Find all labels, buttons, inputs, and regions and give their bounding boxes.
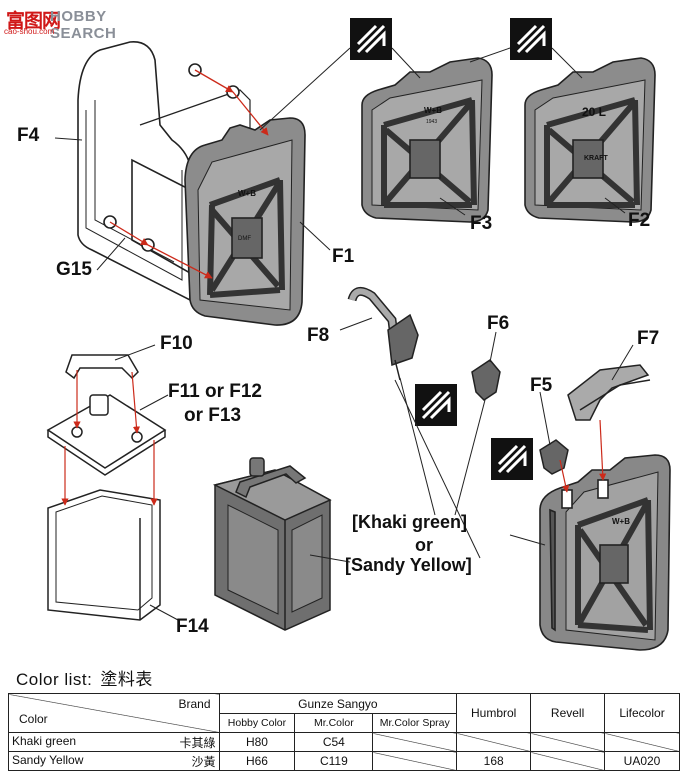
label-G15: G15 (56, 259, 92, 280)
label-F4: F4 (17, 125, 40, 146)
battery-assembled (212, 457, 332, 631)
color-list-title: Color list: (16, 670, 93, 689)
cell-humbrol: 168 (456, 751, 532, 771)
cell-mr: C119 (294, 751, 374, 771)
stencil-decal-icon-2 (510, 18, 552, 60)
color-list-title-cn: 塗料表 (100, 670, 153, 690)
header-revell: Revell (530, 693, 606, 733)
battery-exploded-parts (46, 354, 167, 621)
clamp-F7 (567, 364, 650, 421)
stencil-decal-icon-4 (491, 438, 533, 480)
label-or: or (415, 535, 433, 555)
cell-lifecolor (604, 732, 680, 752)
marking-wh-assembled: W+B (612, 517, 630, 526)
color-name: Khaki green (12, 733, 77, 748)
table-row: Sandy Yellow 沙黃 H66 C119 168 UA020 (8, 751, 680, 771)
marking-emb-f1: DMF (238, 236, 251, 242)
leader-lines-top (54, 47, 626, 271)
nozzle-and-clips (347, 286, 651, 475)
stencil-decal-icon-1 (350, 18, 392, 60)
label-F10: F10 (160, 333, 193, 354)
stencil-decal-icon-3 (415, 384, 457, 426)
marking-kraft-f2: KRAFT (584, 155, 608, 162)
label-F1: F1 (332, 246, 355, 267)
table-row: Khaki green 卡其綠 H80 C54 (8, 732, 680, 752)
jerrycan-F3 (361, 57, 493, 223)
color-name-cn: 卡其綠 (179, 735, 216, 750)
label-F8: F8 (307, 325, 330, 346)
label-F7: F7 (637, 328, 660, 349)
header-mr-color-spray: Mr.Color Spray (372, 713, 458, 733)
clip-F5 (539, 439, 569, 475)
row-color-name: Khaki green 卡其綠 (8, 732, 220, 752)
assembly-diagram: W+B DMF W+B 1943 20 L KRAFT (46, 18, 671, 651)
label-F2: F2 (628, 210, 651, 231)
header-color-brand: Brand Color (8, 693, 220, 733)
cell-spray (372, 751, 458, 771)
jerrycan-back-half (77, 41, 191, 302)
color-name-cn: 沙黃 (191, 754, 216, 769)
exploded-jerrycan-assembly (77, 41, 306, 326)
cell-humbrol (456, 732, 532, 752)
site-logo: 富图网 HOBBY SEARCH cao-shou.com (2, 4, 172, 42)
logo-chinese-text: 富图网 (6, 10, 61, 32)
marking-20l-f2: 20 L (582, 105, 606, 119)
cell-lifecolor: UA020 (604, 751, 680, 771)
header-gunze-sangyo: Gunze Sangyo (218, 693, 458, 714)
marking-wh-f3: W+B (424, 106, 442, 115)
header-lifecolor: Lifecolor (604, 693, 680, 733)
label-F6: F6 (487, 313, 510, 334)
label-F14: F14 (176, 616, 209, 637)
color-name: Sandy Yellow (12, 752, 84, 767)
label-F3: F3 (470, 213, 493, 234)
label-F11-F12: F11 or F12 (168, 381, 262, 402)
logo-english-text: HOBBY SEARCH (50, 8, 117, 42)
battery-case-F14 (47, 489, 161, 621)
header-hobby-color: Hobby Color (218, 713, 296, 733)
header-mr-color: Mr.Color (294, 713, 374, 733)
leader-lines-battery (114, 344, 179, 621)
label-sandy-yellow: [Sandy Yellow] (345, 555, 472, 575)
color-list-table: Brand Color Gunze Sangyo Humbrol Revell … (8, 693, 680, 771)
cell-hobby: H66 (218, 751, 296, 771)
color-list-heading: Color list: 塗料表 (16, 665, 153, 690)
battery-handle-F10 (65, 354, 139, 380)
assembled-jerrycan (539, 419, 671, 651)
jerrycan-F2 (524, 57, 656, 223)
header-brand: Brand (178, 697, 211, 711)
label-F5: F5 (530, 375, 553, 396)
cell-mr: C54 (294, 732, 374, 752)
label-F13: or F13 (184, 405, 242, 426)
marking-wh-f1: W+B (238, 189, 256, 198)
leader-battery-color (309, 554, 351, 563)
cell-spray (372, 732, 458, 752)
leader-jerrycan-color (509, 534, 546, 546)
cell-revell (530, 751, 606, 771)
clip-F6 (471, 359, 501, 401)
label-khaki-green: [Khaki green] (352, 512, 468, 532)
marking-cap-f3: 1943 (426, 119, 437, 125)
header-humbrol: Humbrol (456, 693, 532, 733)
logo-url-text: cao-shou.com (4, 27, 55, 36)
header-color: Color (19, 712, 48, 726)
cell-hobby: H80 (218, 732, 296, 752)
leader-lines-nozzle (339, 317, 634, 559)
cell-revell (530, 732, 606, 752)
row-color-name: Sandy Yellow 沙黃 (8, 751, 220, 771)
